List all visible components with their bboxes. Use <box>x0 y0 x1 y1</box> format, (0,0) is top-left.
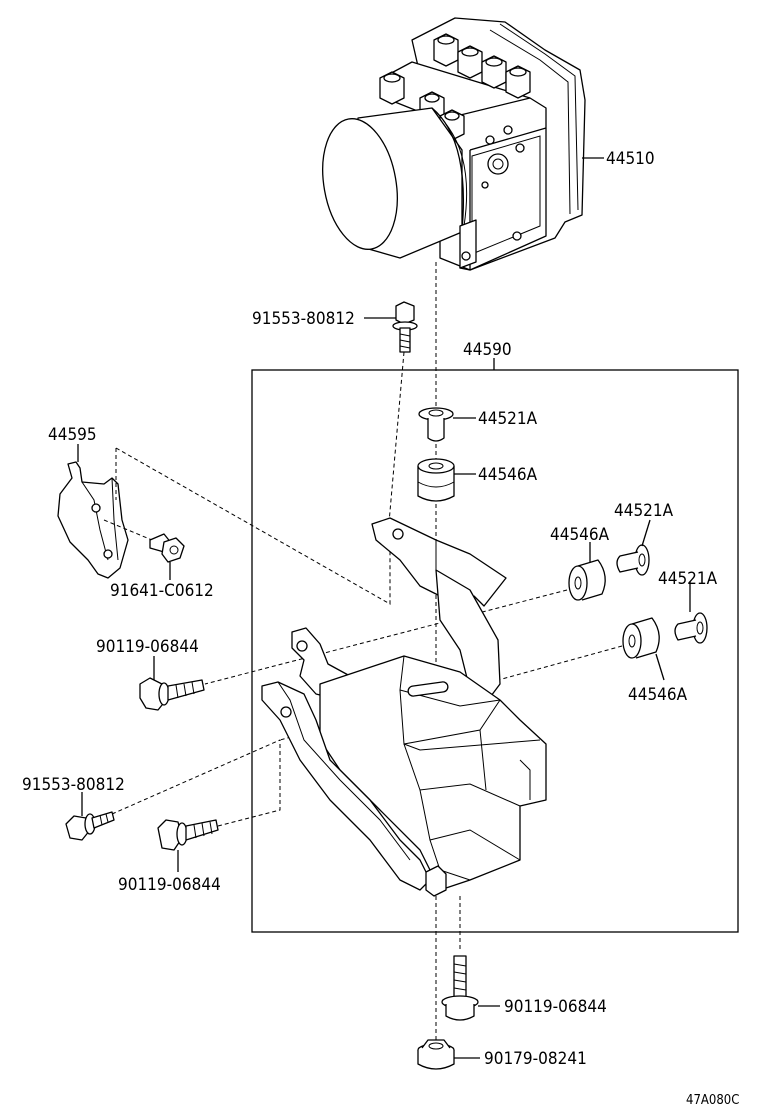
label-44521a-top: 44521A <box>478 409 538 429</box>
bolt-91641-c0612[interactable] <box>149 533 185 563</box>
nut-90179-08241[interactable] <box>417 1039 455 1070</box>
label-90119-06844-left-lower: 90119-06844 <box>118 875 221 895</box>
label-90119-06844-left-upper: 90119-06844 <box>96 637 199 657</box>
grommet-44546a-right-lower[interactable] <box>622 617 660 659</box>
assembly-box-44590 <box>251 369 739 933</box>
grommet-44546a-top[interactable] <box>417 458 455 502</box>
label-91553-80812-bottom: 91553-80812 <box>22 775 125 795</box>
label-91553-80812-top: 91553-80812 <box>252 309 355 329</box>
collar-44521a-top[interactable] <box>418 407 454 442</box>
label-44546a-top: 44546A <box>478 465 538 485</box>
label-44521a-right-upper: 44521A <box>614 501 674 521</box>
label-44546a-right-upper: 44546A <box>550 525 610 545</box>
main-bracket[interactable] <box>261 517 547 897</box>
bolt-91553-80812-bottom[interactable] <box>65 811 115 841</box>
label-91641-c0612: 91641-C0612 <box>110 581 214 601</box>
label-44590: 44590 <box>463 340 512 360</box>
bolt-91553-80812-top[interactable] <box>392 301 418 353</box>
bracket-44595[interactable] <box>57 461 129 579</box>
label-44595: 44595 <box>48 425 97 445</box>
bolt-90119-06844-bottom[interactable] <box>441 955 479 1021</box>
grommet-44546a-right-upper[interactable] <box>568 559 606 601</box>
label-90119-06844-bottom: 90119-06844 <box>504 997 607 1017</box>
label-44521a-right-lower: 44521A <box>658 569 718 589</box>
label-44546a-right-lower: 44546A <box>628 685 688 705</box>
label-44510: 44510 <box>606 149 655 169</box>
abs-actuator-44510[interactable] <box>313 17 586 271</box>
bolt-90119-06844-left-lower[interactable] <box>157 819 219 851</box>
collar-44521a-right-upper[interactable] <box>616 544 650 576</box>
collar-44521a-right-lower[interactable] <box>674 612 708 644</box>
illustration-code: 47A080C <box>686 1093 739 1108</box>
label-90179-08241: 90179-08241 <box>484 1049 587 1069</box>
bolt-90119-06844-left-upper[interactable] <box>139 677 205 711</box>
